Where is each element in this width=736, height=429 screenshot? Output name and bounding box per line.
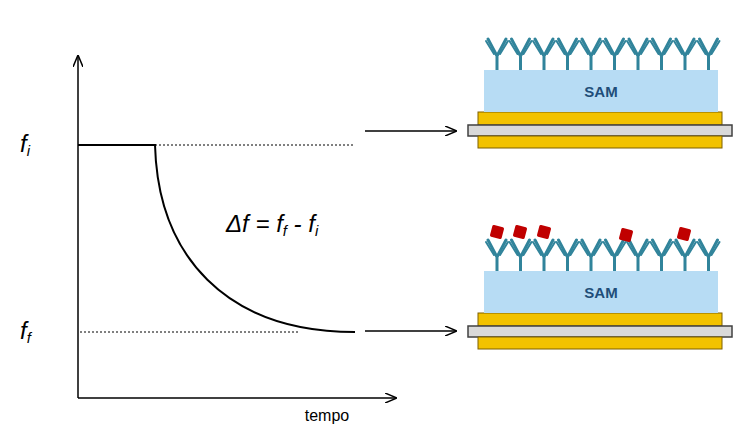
sam-layer: SAM — [484, 271, 718, 313]
antigen — [513, 225, 528, 240]
quartz-crystal — [468, 125, 732, 136]
layer-label: SAM — [584, 284, 617, 301]
antigen — [677, 227, 692, 242]
final-frequency: ff — [20, 319, 31, 346]
antibody — [604, 39, 626, 74]
antibody — [698, 39, 720, 74]
layer-label: SAM — [584, 83, 617, 100]
gold-layer — [478, 313, 722, 326]
antigen — [619, 228, 634, 243]
antibody — [674, 39, 696, 74]
sam-layer: SAM — [484, 70, 718, 112]
gold-layer — [478, 112, 722, 125]
antibody — [651, 240, 673, 275]
axis-label: tempo — [305, 408, 349, 424]
quartz-crystal — [468, 326, 732, 337]
antigen — [537, 225, 552, 240]
gold-layer — [478, 337, 722, 349]
antibody — [533, 240, 555, 275]
x-axis — [78, 397, 396, 399]
pointer-arrow — [365, 330, 456, 332]
guide-line — [155, 145, 355, 146]
pointer-arrow — [365, 130, 456, 132]
frequency-shift: Δf = ff - fi — [226, 212, 318, 239]
frequency-curve — [78, 145, 355, 332]
antibody — [627, 240, 649, 275]
y-axis — [77, 56, 79, 398]
antibody — [580, 39, 602, 74]
antibody — [627, 39, 649, 74]
antibody — [604, 240, 626, 275]
antibody — [557, 39, 579, 74]
antibody — [510, 240, 532, 275]
antibody — [698, 240, 720, 275]
antibody — [510, 39, 532, 74]
guide-line — [80, 332, 300, 333]
antibody — [651, 39, 673, 74]
antibody — [674, 240, 696, 275]
antibody — [533, 39, 555, 74]
antibody — [580, 240, 602, 275]
gold-layer — [478, 136, 722, 148]
antigen — [490, 225, 505, 240]
antibody — [557, 240, 579, 275]
initial-frequency: fi — [20, 132, 30, 159]
antibody — [486, 39, 508, 74]
antibody — [486, 240, 508, 275]
